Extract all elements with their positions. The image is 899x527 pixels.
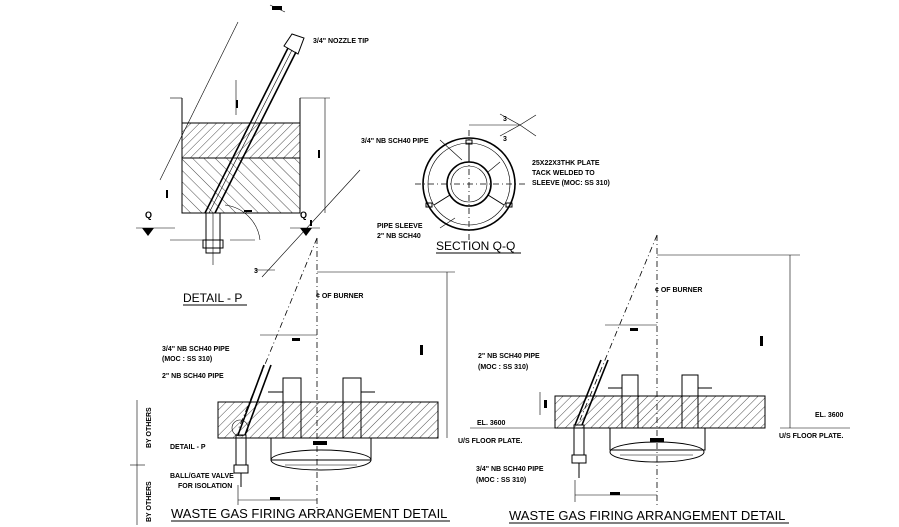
right-pipe-bottom-2: (MOC : SS 310) [476, 477, 526, 484]
right-pipe-label-2: (MOC : SS 310) [478, 364, 528, 371]
lower-block [181, 157, 301, 214]
nozzle-tip-label: 3/4" NOZZLE TIP [313, 38, 369, 45]
sleeve-label-1: PIPE SLEEVE [377, 223, 423, 230]
left-cl-burner: ¢ OF BURNER [316, 293, 363, 300]
right-cl-burner: ¢ OF BURNER [655, 287, 702, 294]
right-arrangement-drawing [470, 234, 850, 505]
section-qq-drawing [415, 113, 537, 240]
left-pipe-label-3: 2" NB SCH40 PIPE [162, 373, 224, 380]
right-pipe-label-1: 2" NB SCH40 PIPE [478, 353, 540, 360]
right-floor-plate [554, 395, 766, 429]
sleeve-label-2: 2" NB SCH40 [377, 233, 421, 240]
tack-label-2: SLEEVE (MOC: SS 310) [532, 180, 610, 187]
dim-3b: 3 [503, 136, 507, 143]
detail-p-title: DETAIL - P [183, 291, 242, 305]
section-mark-q-right: Q [300, 210, 307, 220]
section-qq-title: SECTION Q-Q [436, 239, 515, 253]
section-pipe-label: 3/4" NB SCH40 PIPE [361, 138, 429, 145]
plate-label: 25X22X3THK PLATE [532, 160, 600, 167]
by-others-upper: BY OTHERS [146, 407, 153, 448]
right-arrangement-title: WASTE GAS FIRING ARRANGEMENT DETAIL [509, 508, 785, 523]
valve-label-1: BALL/GATE VALVE [170, 473, 234, 480]
right-el-right: EL. 3600 [815, 412, 844, 419]
dim-3a: 3 [503, 116, 507, 123]
right-floor-right: U/S FLOOR PLATE. [779, 433, 843, 440]
left-pipe-label-2: (MOC : SS 310) [162, 356, 212, 363]
section-mark-q-left: Q [145, 210, 152, 220]
right-pipe-bottom-1: 3/4" NB SCH40 PIPE [476, 466, 544, 473]
valve-label-2: FOR ISOLATION [178, 483, 232, 490]
left-detail-p-ref: DETAIL - P [170, 444, 206, 451]
detail-p-drawing: 3 [136, 4, 361, 278]
nozzle-pipe-outer [204, 47, 289, 214]
left-arrangement-drawing [130, 237, 455, 525]
by-others-lower: BY OTHERS [146, 481, 153, 522]
svg-text:3: 3 [254, 268, 258, 275]
left-pipe-label-1: 3/4" NB SCH40 PIPE [162, 346, 230, 353]
left-arrangement-title: WASTE GAS FIRING ARRANGEMENT DETAIL [171, 506, 447, 521]
right-floor-left: U/S FLOOR PLATE. [458, 438, 522, 445]
right-el-left: EL. 3600 [477, 420, 506, 427]
tack-label-1: TACK WELDED TO [532, 170, 595, 177]
